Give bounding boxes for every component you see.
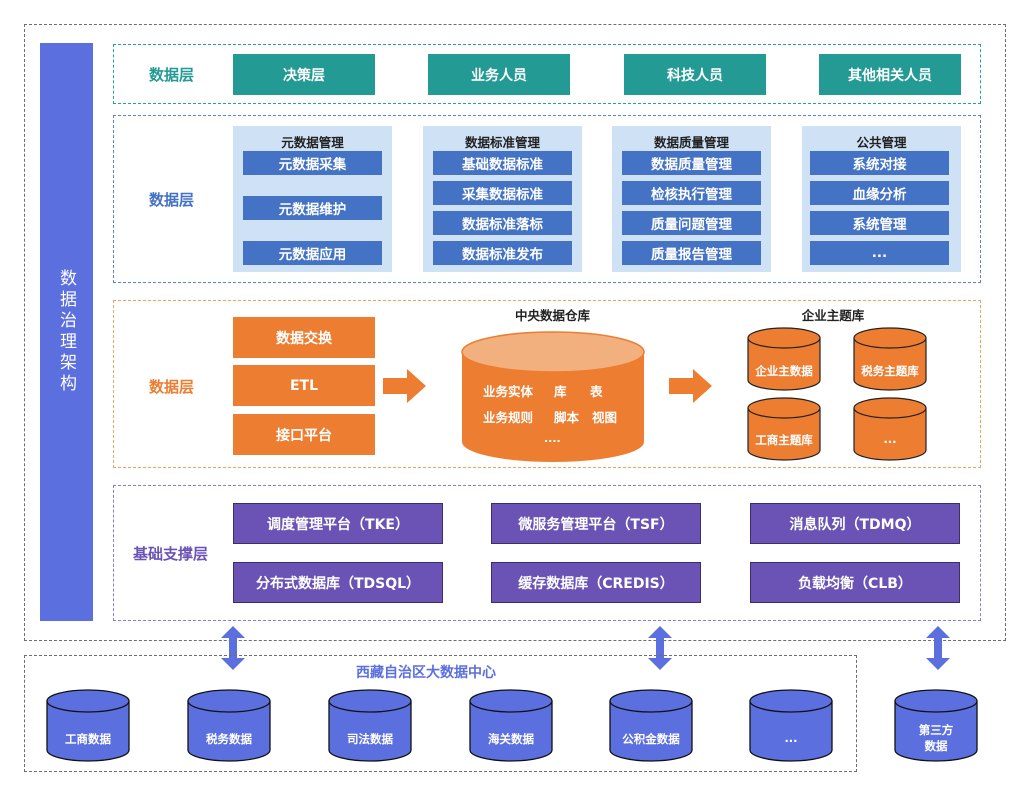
database-cylinder-icon — [894, 689, 978, 762]
theme-db-label: 工商主题库 — [755, 433, 813, 447]
warehouse-text: 库 — [554, 384, 567, 399]
infra-tdmq[interactable]: 消息队列（TDMQ） — [750, 503, 960, 544]
big-data-center-frame — [24, 655, 857, 772]
theme-db-label: 税务主题库 — [861, 364, 919, 378]
panel-item[interactable]: 质量问题管理 — [622, 211, 761, 235]
theme-db-title: 企业主题库 — [801, 308, 865, 323]
third-party-data-label: 第三方 数据 — [893, 722, 979, 754]
third-party-line: 第三方 — [918, 723, 954, 737]
warehouse-layer-label: 数据层 — [149, 378, 195, 396]
infra-clb[interactable]: 负载均衡（CLB） — [750, 562, 960, 603]
source-db-label: 海关数据 — [488, 732, 534, 746]
database-cylinder-icon — [747, 397, 821, 461]
panel-title: 元数据管理 — [281, 135, 344, 150]
database-cylinder-icon — [46, 689, 130, 762]
warehouse-text: 视图 — [592, 410, 618, 425]
panel-item[interactable]: 数据质量管理 — [622, 151, 761, 175]
warehouse-text: 业务实体 — [483, 384, 534, 399]
theme-db-label: 企业主数据 — [755, 364, 813, 378]
infrastructure-layer — [113, 485, 981, 621]
panel-data-quality: 数据质量管理 数据质量管理 检核执行管理 质量问题管理 质量报告管理 — [612, 126, 771, 272]
panel-item[interactable]: 系统对接 — [810, 151, 949, 175]
database-cylinder-icon — [749, 689, 833, 762]
panel-data-standard: 数据标准管理 基础数据标准 采集数据标准 数据标准落标 数据标准发布 — [423, 126, 582, 272]
panel-title: 公共管理 — [856, 135, 907, 150]
double-arrow-icon — [648, 626, 672, 670]
management-layer — [113, 115, 981, 283]
panel-item[interactable]: 元数据应用 — [243, 241, 382, 265]
sidebar-title-bar: 数据治理架构 — [40, 43, 93, 621]
infrastructure-layer-label: 基础支撑层 — [133, 545, 209, 563]
user-box-business[interactable]: 业务人员 — [428, 54, 570, 95]
panel-item[interactable]: 系统管理 — [810, 211, 949, 235]
arrow-right-icon — [669, 369, 712, 403]
user-layer — [113, 44, 981, 104]
panel-item[interactable]: 血缘分析 — [810, 181, 949, 205]
source-db-label: 司法数据 — [347, 732, 393, 746]
arrow-right-icon — [383, 369, 426, 403]
warehouse-layer — [113, 300, 981, 468]
user-box-tech[interactable]: 科技人员 — [624, 54, 766, 95]
database-cylinder-icon — [469, 689, 553, 762]
warehouse-title: 中央数据仓库 — [514, 308, 590, 323]
database-cylinder-icon — [747, 327, 821, 391]
database-cylinder-icon — [853, 397, 927, 461]
user-box-decision[interactable]: 决策层 — [233, 54, 375, 95]
infra-credis[interactable]: 缓存数据库（CREDIS） — [491, 562, 701, 603]
source-db-label: 税务数据 — [206, 732, 252, 746]
source-data-exchange[interactable]: 数据交换 — [233, 317, 375, 358]
big-data-center-title: 西藏自治区大数据中心 — [356, 665, 496, 681]
panel-item[interactable]: 数据标准落标 — [433, 211, 572, 235]
warehouse-text: 业务规则 — [483, 410, 534, 425]
source-db-label: ... — [784, 731, 798, 745]
user-layer-label: 数据层 — [149, 66, 195, 84]
architecture-frame — [24, 24, 1006, 641]
source-interface-platform[interactable]: 接口平台 — [233, 414, 375, 455]
warehouse-text: 表 — [590, 384, 603, 399]
source-db-label: 公积金数据 — [622, 732, 680, 746]
panel-item[interactable]: ... — [810, 241, 949, 265]
panel-item[interactable]: 采集数据标准 — [433, 181, 572, 205]
database-cylinder-icon — [853, 327, 927, 391]
panel-title: 数据质量管理 — [653, 135, 729, 150]
panel-item[interactable]: 数据标准发布 — [433, 241, 572, 265]
panel-item[interactable]: 元数据维护 — [243, 196, 382, 220]
warehouse-cylinder-icon — [461, 331, 645, 462]
panel-title: 数据标准管理 — [464, 135, 540, 150]
panel-item[interactable]: 元数据采集 — [243, 151, 382, 175]
panel-metadata: 元数据管理 元数据采集 元数据维护 元数据应用 — [233, 126, 392, 272]
infra-tsf[interactable]: 微服务管理平台（TSF） — [491, 503, 701, 544]
user-box-others[interactable]: 其他相关人员 — [819, 54, 961, 95]
warehouse-text: .... — [544, 432, 561, 445]
source-db-label: 工商数据 — [65, 732, 111, 746]
double-arrow-icon — [221, 626, 245, 670]
management-layer-label: 数据层 — [149, 191, 195, 209]
infra-tdsql[interactable]: 分布式数据库（TDSQL） — [233, 562, 443, 603]
sidebar-title: 数据治理架构 — [56, 269, 76, 395]
theme-db-label: ... — [883, 432, 897, 446]
database-cylinder-icon — [328, 689, 412, 762]
source-etl[interactable]: ETL — [233, 365, 375, 406]
panel-item[interactable]: 基础数据标准 — [433, 151, 572, 175]
panel-item[interactable]: 检核执行管理 — [622, 181, 761, 205]
double-arrow-icon — [926, 626, 950, 670]
infra-tke[interactable]: 调度管理平台（TKE） — [233, 503, 443, 544]
database-cylinder-icon — [187, 689, 271, 762]
third-party-line: 数据 — [924, 739, 948, 753]
database-cylinder-icon — [609, 689, 693, 762]
panel-item[interactable]: 质量报告管理 — [622, 241, 761, 265]
warehouse-text: 脚本 — [554, 410, 580, 425]
panel-public: 公共管理 系统对接 血缘分析 系统管理 ... — [802, 126, 961, 272]
